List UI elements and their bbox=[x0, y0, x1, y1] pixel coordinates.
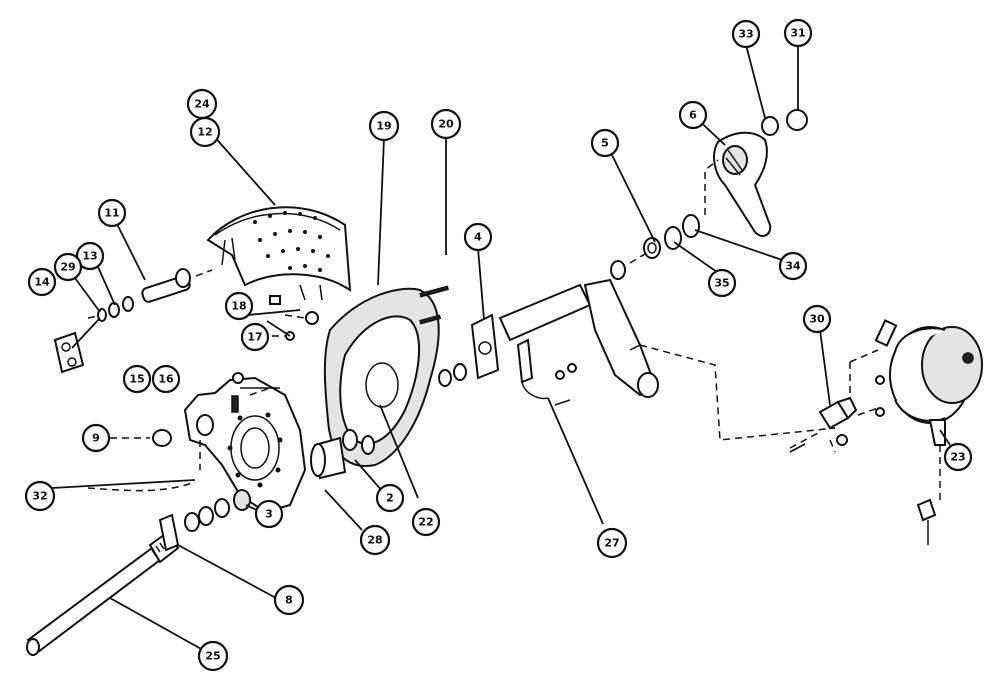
svg-text:11: 11 bbox=[104, 207, 119, 220]
slack-adjuster bbox=[704, 109, 808, 237]
svg-text:15: 15 bbox=[129, 373, 144, 386]
callout-13: 13 bbox=[75, 241, 105, 271]
svg-text:6: 6 bbox=[689, 109, 697, 122]
svg-text:32: 32 bbox=[32, 490, 47, 503]
routing-line-chamber bbox=[639, 344, 836, 441]
svg-text:3: 3 bbox=[265, 508, 273, 521]
callout-9: 9 bbox=[81, 423, 111, 453]
svg-text:18: 18 bbox=[231, 300, 246, 313]
callout-15: 15 bbox=[122, 364, 152, 394]
chamber-bracket-tube bbox=[498, 278, 659, 398]
svg-text:31: 31 bbox=[790, 27, 805, 40]
callout-19: 19 bbox=[368, 110, 400, 142]
clip bbox=[516, 338, 577, 406]
svg-text:20: 20 bbox=[438, 118, 454, 131]
bushing bbox=[310, 429, 375, 480]
svg-text:35: 35 bbox=[714, 277, 729, 290]
callout-6: 6 bbox=[678, 100, 708, 130]
callout-17: 17 bbox=[240, 322, 270, 352]
svg-text:19: 19 bbox=[376, 120, 391, 133]
callout-16: 16 bbox=[151, 364, 181, 394]
callout-32: 32 bbox=[24, 480, 56, 512]
callout-4: 4 bbox=[463, 222, 493, 252]
callout-31: 31 bbox=[783, 18, 813, 48]
svg-text:24: 24 bbox=[194, 98, 210, 111]
svg-text:4: 4 bbox=[474, 231, 482, 244]
clevis bbox=[789, 349, 879, 453]
callout-35: 35 bbox=[707, 268, 737, 298]
svg-text:33: 33 bbox=[738, 28, 753, 41]
callout-25: 25 bbox=[197, 640, 229, 672]
callout-34: 34 bbox=[778, 251, 808, 281]
svg-text:27: 27 bbox=[604, 537, 619, 550]
svg-text:25: 25 bbox=[205, 650, 220, 663]
svg-text:5: 5 bbox=[601, 137, 609, 150]
callout-27: 27 bbox=[596, 527, 628, 559]
dust-shield bbox=[323, 287, 440, 467]
callout-28: 28 bbox=[359, 524, 391, 556]
callout-33: 33 bbox=[731, 19, 761, 49]
camshaft-washers bbox=[610, 214, 700, 280]
svg-text:14: 14 bbox=[34, 276, 50, 289]
camshaft-bracket bbox=[419, 285, 500, 387]
callout-23: 23 bbox=[943, 442, 973, 472]
svg-text:2: 2 bbox=[386, 492, 394, 505]
callout-11: 11 bbox=[97, 198, 127, 228]
callout-18: 18 bbox=[224, 291, 254, 321]
callout-8: 8 bbox=[273, 584, 305, 616]
callout-14: 14 bbox=[27, 267, 57, 297]
svg-text:9: 9 bbox=[92, 432, 100, 445]
svg-text:12: 12 bbox=[197, 126, 212, 139]
callout-20: 20 bbox=[430, 108, 462, 140]
svg-text:28: 28 bbox=[367, 534, 382, 547]
callout-12: 12 bbox=[189, 116, 221, 148]
svg-text:22: 22 bbox=[418, 516, 433, 529]
callout-5: 5 bbox=[590, 128, 620, 158]
callout-30: 30 bbox=[802, 304, 832, 334]
svg-text:17: 17 bbox=[247, 331, 262, 344]
callout-2: 2 bbox=[375, 483, 405, 513]
camshaft bbox=[26, 489, 251, 656]
svg-text:8: 8 bbox=[285, 594, 293, 607]
brake-shoe bbox=[206, 206, 352, 301]
leader-lines bbox=[51, 44, 951, 651]
brake-spider bbox=[183, 376, 307, 514]
callout-22: 22 bbox=[411, 507, 441, 537]
svg-text:13: 13 bbox=[82, 250, 97, 263]
svg-text:16: 16 bbox=[158, 373, 174, 386]
callout-24: 24 bbox=[186, 88, 218, 120]
dashed-line-32 bbox=[87, 481, 196, 492]
svg-text:34: 34 bbox=[785, 260, 801, 273]
svg-text:29: 29 bbox=[60, 261, 75, 274]
callout-3: 3 bbox=[254, 499, 284, 529]
svg-text:23: 23 bbox=[950, 451, 965, 464]
brake-chamber bbox=[874, 319, 983, 545]
anchor-pin-group bbox=[53, 268, 213, 374]
svg-text:30: 30 bbox=[809, 313, 825, 326]
callout-29: 29 bbox=[53, 252, 83, 282]
